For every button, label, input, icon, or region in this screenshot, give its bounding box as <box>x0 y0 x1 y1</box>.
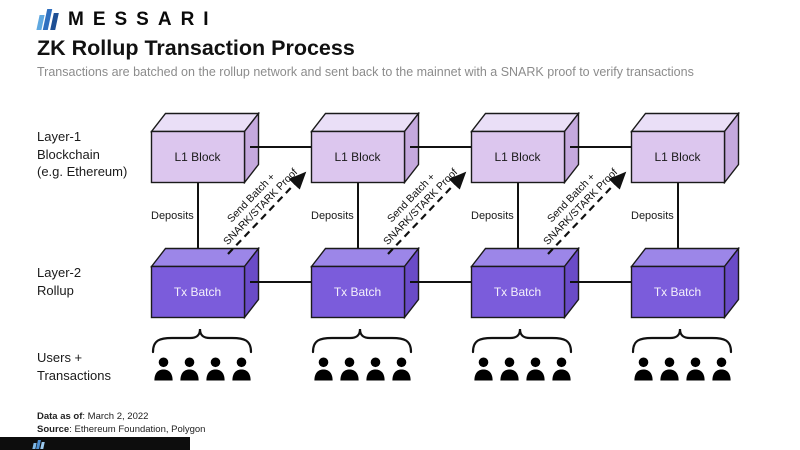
brand-name: MESSARI <box>68 9 218 30</box>
row-label-users: Users + Transactions <box>37 349 111 384</box>
deposits-label: Deposits <box>631 210 674 222</box>
person-icon <box>313 357 333 381</box>
footer-brand-bar <box>0 437 190 450</box>
tx-connector-line <box>410 281 472 283</box>
tx-batch-box: Tx Batch <box>310 246 420 320</box>
tx-batch-label: Tx Batch <box>493 285 542 299</box>
row-label-line: (e.g. Ethereum) <box>37 164 128 179</box>
deposits-arrow <box>353 183 363 257</box>
tx-batch-box: Tx Batch <box>470 246 580 320</box>
l1-block-label: L1 Block <box>174 150 221 164</box>
row-label-line: Blockchain <box>37 146 100 162</box>
cube-shape <box>630 246 740 320</box>
tx-batch-label: Tx Batch <box>333 285 382 299</box>
persons-row <box>630 356 734 382</box>
person-icon <box>205 357 225 381</box>
person-icon <box>685 357 705 381</box>
deposits-arrow <box>193 183 203 257</box>
curly-brace-icon <box>631 328 733 354</box>
users-group <box>150 326 254 382</box>
cube-shape <box>470 111 580 185</box>
data-as-of-value: : March 2, 2022 <box>82 411 149 422</box>
l1-connector-line <box>570 146 632 148</box>
users-group <box>470 326 574 382</box>
row-label-line: Layer-2 <box>37 265 82 280</box>
row-label-line: Users + <box>37 350 83 365</box>
person-icon <box>525 357 545 381</box>
tx-batch-box: Tx Batch <box>150 246 260 320</box>
person-icon <box>231 357 251 381</box>
l1-block-label: L1 Block <box>334 150 381 164</box>
data-as-of-line: Data as of: March 2, 2022 <box>37 410 205 423</box>
messari-logo-icon-small <box>32 439 47 449</box>
person-icon <box>551 357 571 381</box>
cube-shape <box>630 111 740 185</box>
person-icon <box>473 357 493 381</box>
cube-shape <box>310 246 420 320</box>
cube-shape <box>150 246 260 320</box>
person-icon <box>365 357 385 381</box>
curly-brace-icon <box>151 328 253 354</box>
row-label-line: Transactions <box>37 367 111 383</box>
messari-logo-icon <box>36 9 59 31</box>
footnote: Data as of: March 2, 2022 Source: Ethere… <box>37 410 205 436</box>
tx-batch-label: Tx Batch <box>173 285 222 299</box>
source-line: Source: Ethereum Foundation, Polygon <box>37 423 205 436</box>
users-group <box>310 326 414 382</box>
deposits-label: Deposits <box>151 210 194 222</box>
data-as-of-label: Data as of <box>37 411 83 422</box>
row-label-line: Rollup <box>37 282 74 298</box>
person-icon <box>391 357 411 381</box>
row-label-line: Layer-1 <box>37 129 82 144</box>
tx-batch-box: Tx Batch <box>630 246 740 320</box>
l1-block-label: L1 Block <box>654 150 701 164</box>
person-icon <box>339 357 359 381</box>
deposits-arrow <box>673 183 683 257</box>
l1-block-box: L1 Block <box>310 111 420 185</box>
person-icon <box>179 357 199 381</box>
cube-shape <box>150 111 260 185</box>
l1-block-box: L1 Block <box>470 111 580 185</box>
l1-connector-line <box>410 146 472 148</box>
tx-connector-line <box>570 281 632 283</box>
l1-block-label: L1 Block <box>494 150 541 164</box>
curly-brace-icon <box>471 328 573 354</box>
row-label-layer2: Layer-2 Rollup <box>37 264 81 299</box>
tx-batch-label: Tx Batch <box>653 285 702 299</box>
l1-connector-line <box>250 146 312 148</box>
deposits-label: Deposits <box>471 210 514 222</box>
row-label-layer1: Layer-1 Blockchain (e.g. Ethereum) <box>37 128 127 181</box>
person-icon <box>659 357 679 381</box>
source-label: Source <box>37 424 70 435</box>
cube-shape <box>470 246 580 320</box>
send-batch-arrow <box>547 171 627 255</box>
curly-brace-icon <box>311 328 413 354</box>
send-batch-arrow <box>227 171 307 255</box>
send-batch-arrow <box>387 171 467 255</box>
source-value: : Ethereum Foundation, Polygon <box>69 424 206 435</box>
l1-block-box: L1 Block <box>630 111 740 185</box>
person-icon <box>633 357 653 381</box>
cube-shape <box>310 111 420 185</box>
deposits-arrow <box>513 183 523 257</box>
person-icon <box>153 357 173 381</box>
persons-row <box>470 356 574 382</box>
l1-block-box: L1 Block <box>150 111 260 185</box>
person-icon <box>499 357 519 381</box>
page-subtitle: Transactions are batched on the rollup n… <box>37 65 694 79</box>
persons-row <box>310 356 414 382</box>
tx-connector-line <box>250 281 312 283</box>
deposits-label: Deposits <box>311 210 354 222</box>
page-title: ZK Rollup Transaction Process <box>37 36 355 60</box>
person-icon <box>711 357 731 381</box>
users-group <box>630 326 734 382</box>
persons-row <box>150 356 254 382</box>
brand-lockup: MESSARI <box>36 9 218 31</box>
